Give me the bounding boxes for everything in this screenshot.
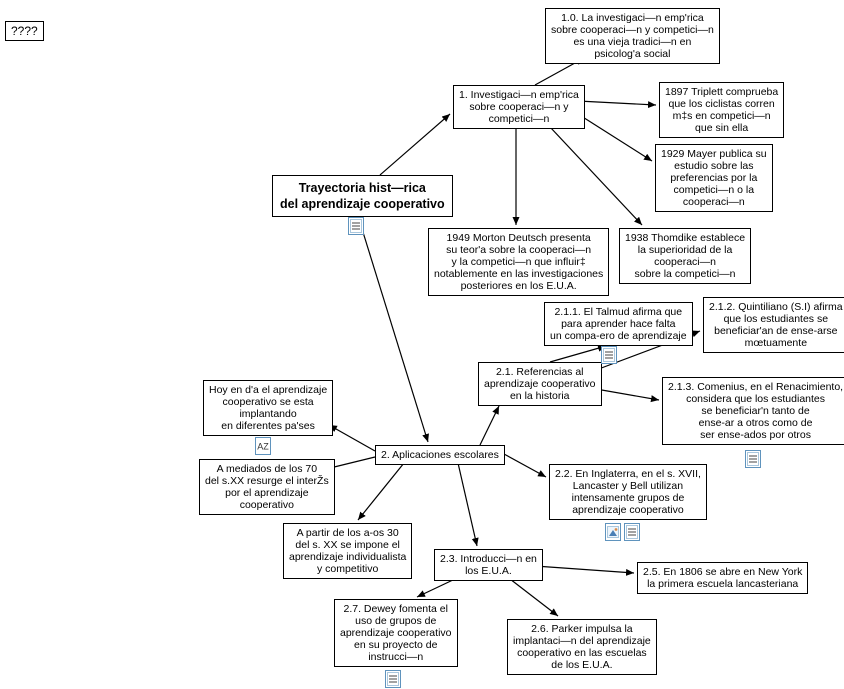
node-1929[interactable]: 1929 Mayer publica su estudio sobre las … [655, 144, 773, 212]
connector-arrow-2-to-2-1 [479, 405, 500, 446]
image-icon[interactable] [605, 523, 621, 541]
node-1949[interactable]: 1949 Morton Deutsch presenta su teor'a s… [428, 228, 610, 296]
node-2-6[interactable]: 2.6. Parker impulsa la implantaci—n del … [507, 619, 657, 675]
svg-text:AZ: AZ [257, 442, 269, 452]
connector-arrow-1-to-1929 [577, 113, 653, 162]
node-title[interactable]: Trayectoria hist—rica del aprendizaje co… [272, 175, 453, 217]
text-icon[interactable]: AZ [255, 437, 271, 455]
connector-arrow-2-3-to-2-7 [416, 578, 456, 598]
document-icon[interactable] [348, 217, 364, 235]
node-2-5[interactable]: 2.5. En 1806 se abre en New York la prim… [637, 562, 809, 594]
connector-arrow-title-to-2 [357, 215, 429, 443]
node-a-partir-30[interactable]: A partir de los a-os 30 del s. XX se imp… [283, 523, 413, 579]
node-hoy-en-dia[interactable]: Hoy en d'a el aprendizaje cooperativo se… [203, 380, 334, 436]
connector-arrow-1-to-1897 [577, 100, 657, 109]
node-2-1-1[interactable]: 2.1.1. El Talmud afirma que para aprende… [544, 302, 693, 346]
connector-arrow-2-to-apartir [357, 462, 405, 521]
node-2[interactable]: 2. Aplicaciones escolares [375, 445, 505, 465]
node-2-7[interactable]: 2.7. Dewey fomenta el uso de grupos de a… [334, 599, 458, 667]
unknown-label-box: ???? [5, 21, 44, 41]
node-mediados-70[interactable]: A mediados de los 70 del s.XX resurge el… [199, 459, 335, 515]
connector-arrow-1-to-1938 [549, 126, 643, 226]
connector-arrow-2-to-2-2 [503, 453, 547, 478]
connector-arrow-2-1-to-2-1-1 [549, 344, 607, 363]
node-1938[interactable]: 1938 Thomdike establece la superioridad … [619, 228, 752, 284]
connector-arrow-2-3-to-2-5 [534, 565, 635, 576]
node-1[interactable]: 1. Investigaci—n emp'rica sobre cooperac… [453, 85, 585, 129]
node-2-3[interactable]: 2.3. Introducci—n en los E.U.A. [434, 549, 543, 581]
document-icon[interactable] [601, 346, 617, 364]
connector-arrow-2-3-to-2-6 [509, 578, 559, 617]
connector-arrow-2-to-hoy [328, 424, 376, 452]
node-1-0[interactable]: 1.0. La investigaci—n emp'rica sobre coo… [545, 8, 720, 64]
node-2-1-3[interactable]: 2.1.3. Comenius, en el Renacimiento, con… [662, 377, 844, 445]
node-1897[interactable]: 1897 Triplett comprueba que los ciclista… [659, 82, 785, 138]
document-icon[interactable] [624, 523, 640, 541]
connector-arrow-2-1-to-2-1-3 [595, 388, 660, 403]
connector-arrow-2-to-2-3 [457, 462, 479, 547]
connector-arrow-title-to-1 [379, 113, 451, 176]
node-2-1-2[interactable]: 2.1.2. Quintiliano (S.I) afirma que los … [703, 297, 844, 353]
node-2-2[interactable]: 2.2. En Inglaterra, en el s. XVII, Lanca… [549, 464, 707, 520]
document-icon[interactable] [745, 450, 761, 468]
document-icon[interactable] [385, 670, 401, 688]
node-2-1[interactable]: 2.1. Referencias al aprendizaje cooperat… [478, 362, 602, 406]
